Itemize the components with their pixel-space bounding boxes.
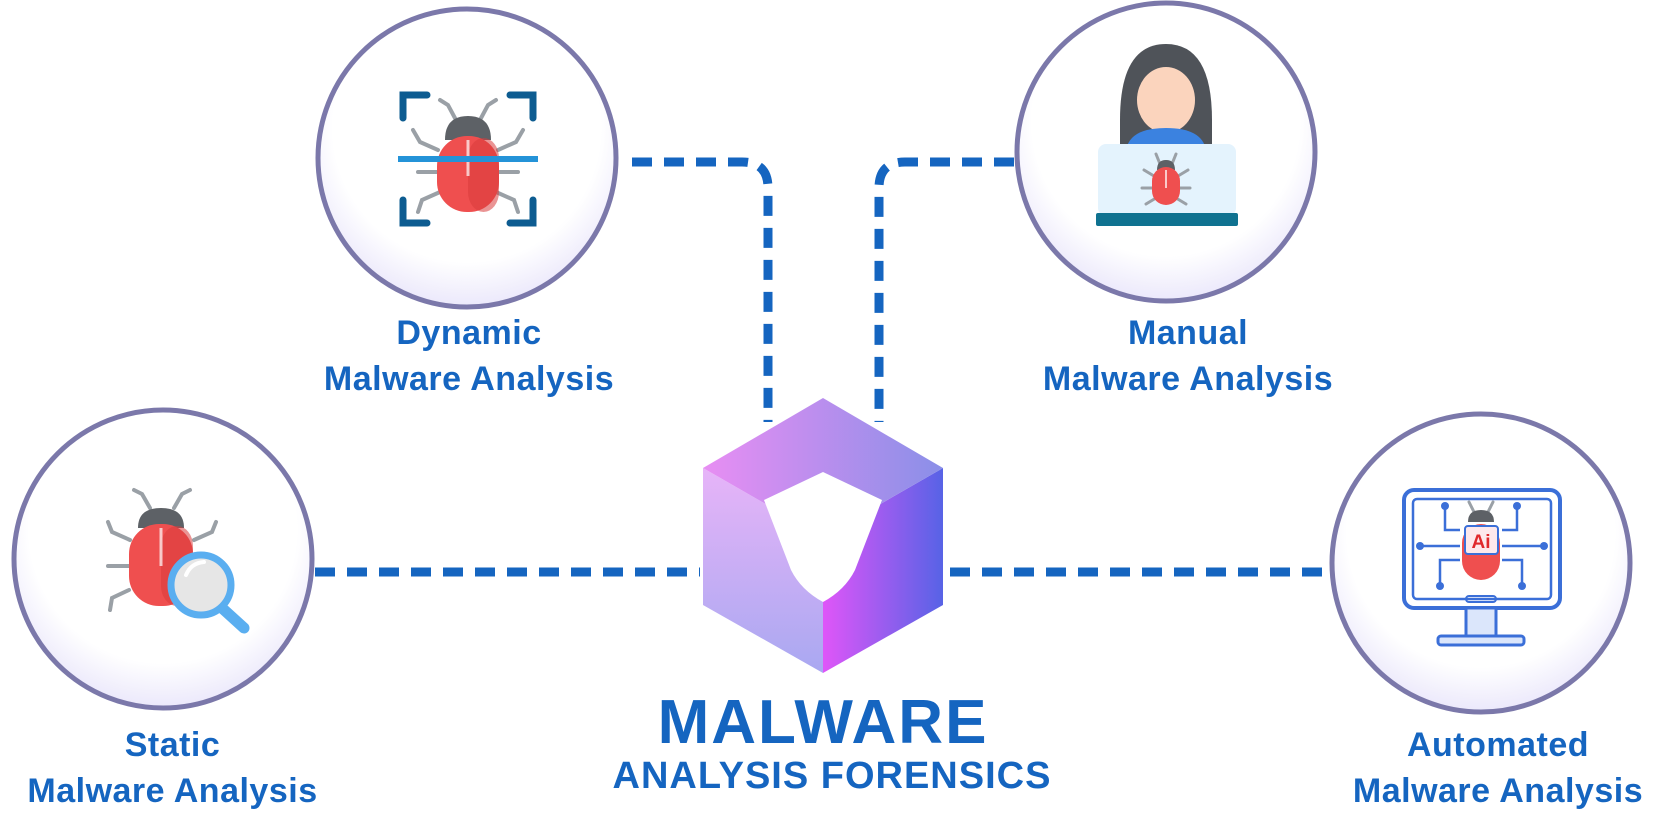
bug-scan-icon bbox=[398, 91, 538, 227]
diagram-title: MALWARE bbox=[657, 688, 989, 757]
connector-dynamic bbox=[632, 157, 773, 422]
node-title-manual: Manual bbox=[1127, 314, 1249, 352]
ai-chip-text: Ai bbox=[1472, 532, 1491, 553]
connector-manual bbox=[874, 157, 1014, 422]
node-subtitle-static: Malware Analysis bbox=[27, 772, 318, 810]
ai-monitor-icon: Ai bbox=[1402, 488, 1562, 647]
shield-cube-icon bbox=[703, 398, 943, 673]
node-title-dynamic: Dynamic bbox=[396, 314, 542, 352]
node-subtitle-dynamic: Malware Analysis bbox=[323, 360, 615, 398]
connectors bbox=[315, 157, 1332, 577]
bug-magnifier-icon bbox=[106, 488, 250, 634]
diagram-subtitle: ANALYSIS FORENSICS bbox=[612, 755, 1052, 797]
node-title-automated: Automated bbox=[1406, 726, 1590, 764]
node-label-automated: Automated Malware Analysis bbox=[1320, 722, 1676, 814]
hacker-laptop-icon bbox=[1096, 44, 1238, 226]
node-label-manual: Manual Malware Analysis bbox=[1018, 310, 1358, 402]
node-title-static: Static bbox=[124, 726, 221, 764]
node-label-static: Static Malware Analysis bbox=[0, 722, 345, 814]
node-subtitle-automated: Malware Analysis bbox=[1352, 772, 1644, 810]
node-label-dynamic: Dynamic Malware Analysis bbox=[299, 310, 639, 402]
node-subtitle-manual: Malware Analysis bbox=[1042, 360, 1334, 398]
